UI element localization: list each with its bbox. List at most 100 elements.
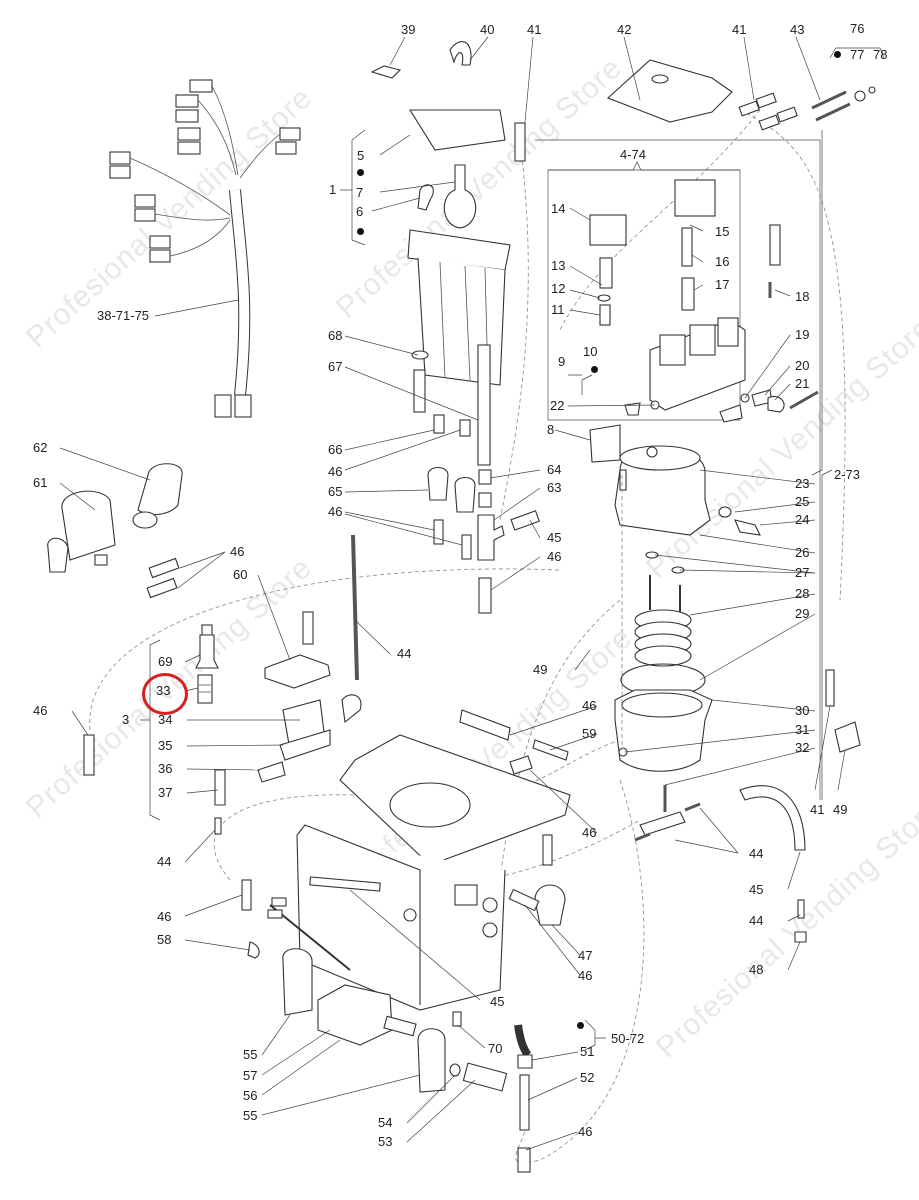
label-43[interactable]: 43	[790, 22, 805, 37]
label-46[interactable]: 46	[157, 909, 172, 924]
label-37[interactable]: 37	[158, 785, 173, 800]
label-5[interactable]: 5	[357, 148, 365, 163]
label-46[interactable]: 46	[578, 1124, 593, 1139]
tube-46	[83, 734, 95, 776]
label-2-73[interactable]: 2-73	[834, 467, 861, 482]
label-12[interactable]: 12	[551, 281, 566, 296]
label-32[interactable]: 32	[795, 740, 810, 755]
label-4-74[interactable]: 4-74	[620, 147, 647, 162]
label-45[interactable]: 45	[490, 994, 505, 1009]
label-56[interactable]: 56	[243, 1088, 258, 1103]
label-47[interactable]: 47	[578, 948, 593, 963]
label-46[interactable]: 46	[578, 968, 593, 983]
label-76[interactable]: 76	[850, 21, 865, 36]
label-6[interactable]: 6	[356, 204, 364, 219]
label-44[interactable]: 44	[749, 913, 764, 928]
label-58[interactable]: 58	[157, 932, 172, 947]
label-57[interactable]: 57	[243, 1068, 258, 1083]
label-49[interactable]: 49	[533, 662, 548, 677]
label-61[interactable]: 61	[33, 475, 48, 490]
label-17[interactable]: 17	[715, 277, 730, 292]
label-20[interactable]: 20	[795, 358, 810, 373]
label-14[interactable]: 14	[551, 201, 566, 216]
label-9[interactable]: 9	[558, 354, 566, 369]
label-46[interactable]: 46	[33, 703, 48, 718]
label-69[interactable]: 69	[158, 654, 173, 669]
label-29[interactable]: 29	[795, 606, 810, 621]
label-55[interactable]: 55	[243, 1108, 258, 1123]
label-28[interactable]: 28	[795, 586, 810, 601]
label-16[interactable]: 16	[715, 254, 730, 269]
label-51[interactable]: 51	[580, 1044, 595, 1059]
label-10[interactable]: 10	[583, 344, 598, 359]
label-46[interactable]: 46	[547, 549, 562, 564]
label-19[interactable]: 19	[795, 327, 810, 342]
bracket-42	[606, 59, 733, 123]
label-25[interactable]: 25	[795, 494, 810, 509]
tube-44	[351, 534, 359, 681]
label-68[interactable]: 68	[328, 328, 343, 343]
label-63[interactable]: 63	[547, 480, 562, 495]
bullet-marker	[357, 228, 364, 235]
label-33[interactable]: 33	[156, 683, 171, 698]
label-67[interactable]: 67	[328, 359, 343, 374]
label-38-71-75[interactable]: 38-71-75	[97, 308, 150, 323]
label-44[interactable]: 44	[397, 646, 412, 661]
label-46[interactable]: 46	[230, 544, 245, 559]
label-40[interactable]: 40	[480, 22, 495, 37]
label-35[interactable]: 35	[158, 738, 173, 753]
label-1[interactable]: 1	[329, 182, 337, 197]
label-50-72[interactable]: 50-72	[611, 1031, 645, 1046]
label-31[interactable]: 31	[795, 722, 810, 737]
label-46[interactable]: 46	[328, 464, 343, 479]
label-59[interactable]: 59	[582, 726, 597, 741]
label-21[interactable]: 21	[795, 376, 810, 391]
label-78[interactable]: 78	[873, 47, 888, 62]
label-54[interactable]: 54	[378, 1115, 393, 1130]
label-41[interactable]: 41	[527, 22, 542, 37]
label-26[interactable]: 26	[795, 545, 810, 560]
label-46[interactable]: 46	[328, 504, 343, 519]
label-3[interactable]: 3	[122, 712, 130, 727]
label-24[interactable]: 24	[795, 512, 810, 527]
label-27[interactable]: 27	[795, 565, 810, 580]
label-53[interactable]: 53	[378, 1134, 393, 1149]
label-65[interactable]: 65	[328, 484, 343, 499]
label-55[interactable]: 55	[243, 1047, 258, 1062]
highlight-ring-part-33	[142, 673, 188, 715]
label-77[interactable]: 77	[850, 47, 865, 62]
bullet-marker	[357, 169, 364, 176]
label-70[interactable]: 70	[488, 1041, 503, 1056]
label-45[interactable]: 45	[749, 882, 764, 897]
label-42[interactable]: 42	[617, 22, 632, 37]
label-13[interactable]: 13	[551, 258, 566, 273]
wiring-harness	[109, 79, 301, 418]
label-39[interactable]: 39	[401, 22, 416, 37]
label-7[interactable]: 7	[356, 185, 364, 200]
label-60[interactable]: 60	[233, 567, 248, 582]
leader-lines	[59, 36, 885, 1151]
label-46[interactable]: 46	[582, 825, 597, 840]
label-49[interactable]: 49	[833, 802, 848, 817]
label-22[interactable]: 22	[550, 398, 565, 413]
label-44[interactable]: 44	[749, 846, 764, 861]
label-18[interactable]: 18	[795, 289, 810, 304]
label-34[interactable]: 34	[158, 712, 173, 727]
label-64[interactable]: 64	[547, 462, 562, 477]
label-15[interactable]: 15	[715, 224, 730, 239]
label-30[interactable]: 30	[795, 703, 810, 718]
solenoid-valve-block	[589, 179, 819, 463]
label-41[interactable]: 41	[732, 22, 747, 37]
label-48[interactable]: 48	[749, 962, 764, 977]
label-23[interactable]: 23	[795, 476, 810, 491]
label-46[interactable]: 46	[582, 698, 597, 713]
label-66[interactable]: 66	[328, 442, 343, 457]
label-41[interactable]: 41	[810, 802, 825, 817]
label-62[interactable]: 62	[33, 440, 48, 455]
label-36[interactable]: 36	[158, 761, 173, 776]
label-11[interactable]: 11	[551, 302, 565, 317]
label-52[interactable]: 52	[580, 1070, 595, 1085]
label-45[interactable]: 45	[547, 530, 562, 545]
label-8[interactable]: 8	[547, 422, 555, 437]
label-44[interactable]: 44	[157, 854, 172, 869]
